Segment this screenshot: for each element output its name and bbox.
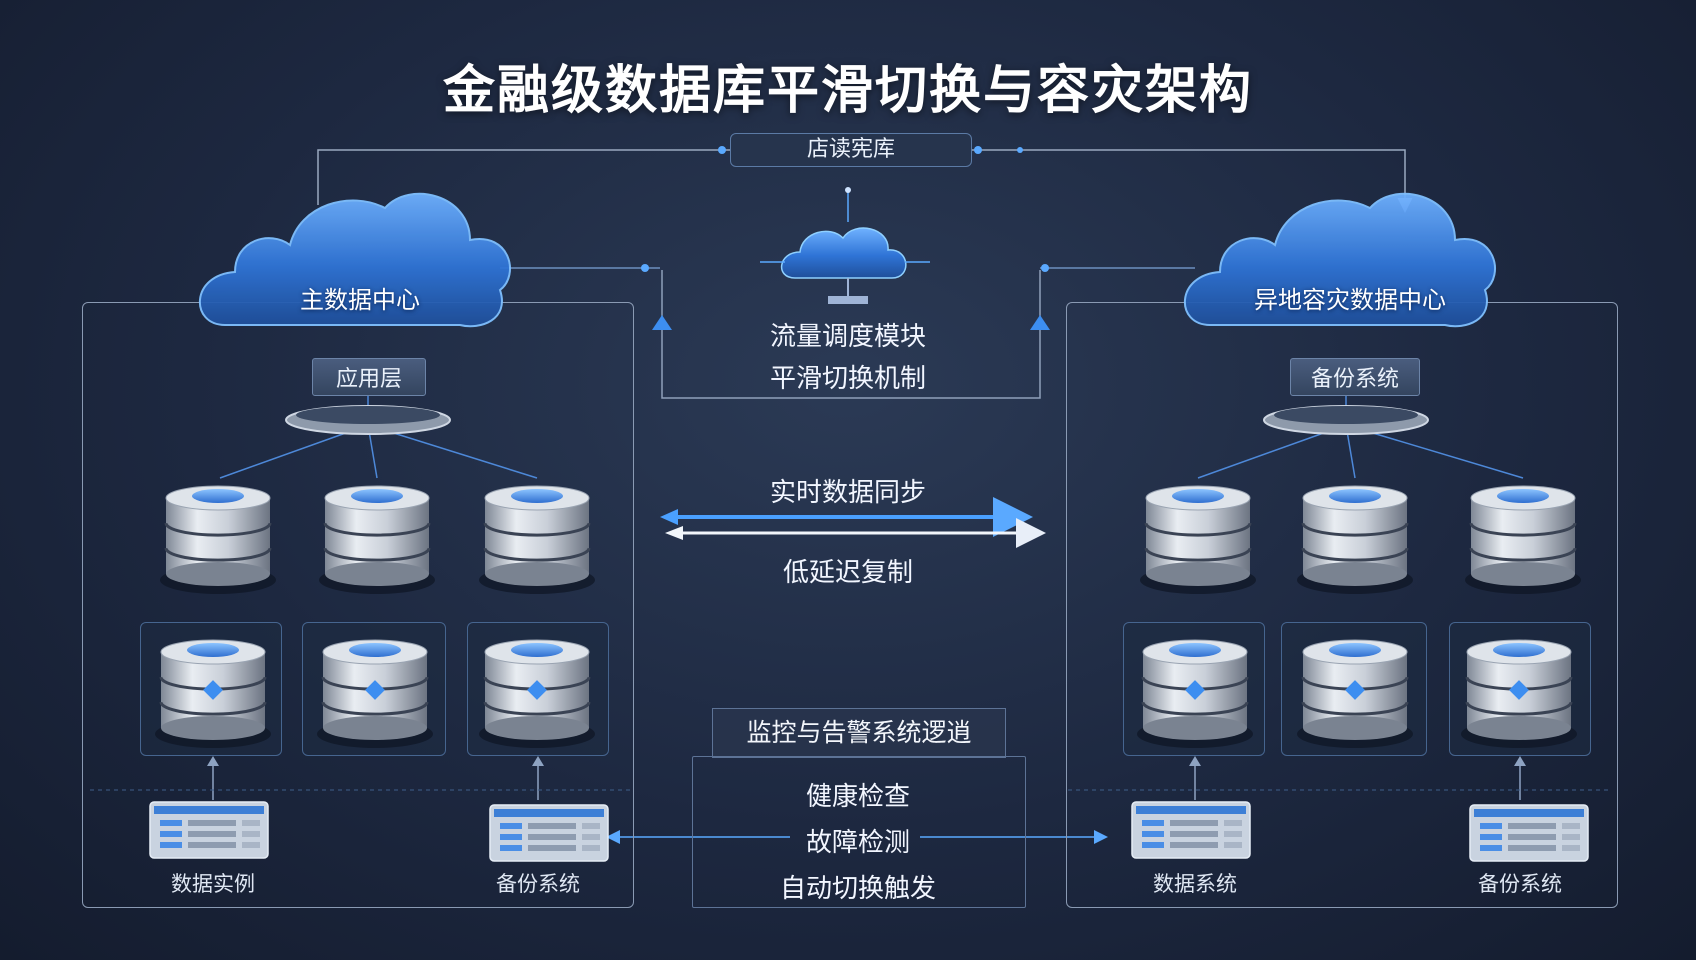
dr-layer-tag: 备份系统 bbox=[1290, 358, 1420, 396]
primary-layer-tag: 应用层 bbox=[312, 358, 426, 396]
monitoring-panel bbox=[692, 756, 1026, 908]
primary-db-icon-3 bbox=[479, 485, 595, 594]
traffic-module-cloud-icon bbox=[760, 187, 930, 304]
dr-hub-icon bbox=[1263, 405, 1429, 435]
top-tag: 店读宪库 bbox=[730, 133, 972, 167]
dr-bottom-left-label: 数据系统 bbox=[1153, 872, 1237, 896]
dr-replica-db-icon-1 bbox=[1137, 639, 1253, 748]
primary-cloud-icon bbox=[199, 192, 511, 328]
dr-db-icon-1 bbox=[1140, 485, 1256, 594]
monitor-item-auto-switch-trigger: 自动切换触发 bbox=[779, 874, 936, 904]
primary-replica-db-icon-3 bbox=[479, 639, 595, 748]
dr-backup-terminal-icon bbox=[1469, 804, 1589, 862]
dr-bottom-right-label: 备份系统 bbox=[1478, 872, 1562, 896]
primary-replica-db-icon-2 bbox=[317, 639, 433, 748]
primary-cloud-label: 主数据中心 bbox=[300, 286, 420, 314]
low-latency-replication-label: 低延迟复制 bbox=[782, 558, 913, 588]
primary-instance-terminal-icon bbox=[149, 801, 269, 859]
dr-replica-db-icon-3 bbox=[1461, 639, 1577, 748]
primary-backup-terminal-icon bbox=[489, 804, 609, 862]
primary-db-icon-1 bbox=[160, 485, 276, 594]
monitor-item-fault-detection: 故障检测 bbox=[805, 828, 910, 858]
primary-bottom-left-label: 数据实例 bbox=[171, 872, 255, 896]
diagram-title: 金融级数据库平滑切换与容灾架构 bbox=[442, 61, 1253, 121]
primary-replica-db-icon-1 bbox=[155, 639, 271, 748]
dr-db-icon-2 bbox=[1297, 485, 1413, 594]
primary-hub-icon bbox=[285, 405, 451, 435]
realtime-sync-label: 实时数据同步 bbox=[769, 478, 926, 508]
monitor-item-health-check: 健康检查 bbox=[805, 782, 910, 812]
smooth-switch-label: 平滑切换机制 bbox=[769, 364, 926, 394]
dr-cloud-icon bbox=[1184, 192, 1496, 328]
primary-bottom-right-label: 备份系统 bbox=[496, 872, 580, 896]
dr-db-icon-3 bbox=[1465, 485, 1581, 594]
dr-replica-db-icon-2 bbox=[1297, 639, 1413, 748]
traffic-module-label: 流量调度模块 bbox=[769, 322, 926, 352]
primary-db-icon-2 bbox=[319, 485, 435, 594]
monitoring-title-box: 监控与告警系统逻逍 bbox=[712, 708, 1006, 758]
dr-data-terminal-icon bbox=[1131, 801, 1251, 859]
dr-cloud-label: 异地容灾数据中心 bbox=[1254, 286, 1446, 314]
